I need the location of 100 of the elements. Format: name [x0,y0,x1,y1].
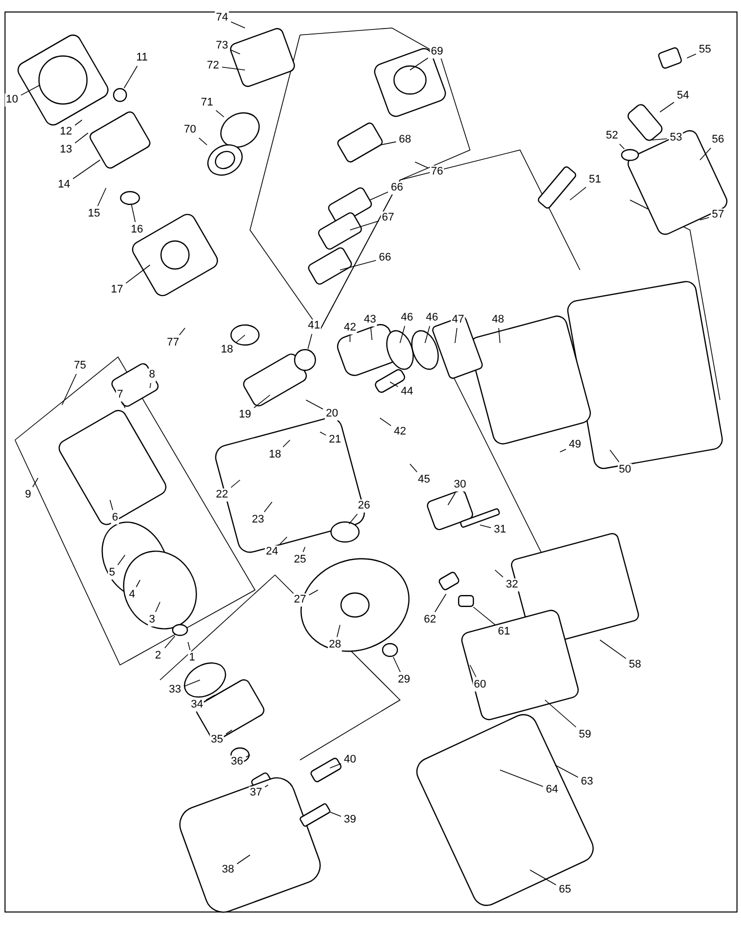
leader-line [20,84,40,96]
leader-line [370,192,388,200]
leader-line [122,402,126,408]
leader-line [560,448,566,452]
leader-line [164,636,176,648]
callout-number: 66 [390,182,404,194]
callout-number: 26 [356,500,372,512]
callout-number: 42 [342,322,358,334]
washer-drawing [113,88,127,102]
callout-number: 32 [504,578,520,592]
callout-number: 22 [214,488,230,502]
leader-line [72,160,100,180]
leader-line [32,478,38,488]
leader-line [280,536,288,544]
leader-line [97,188,106,206]
callout-number: 69 [430,46,444,58]
leader-line [554,764,578,778]
leader-line [131,204,136,222]
leader-line [230,480,240,488]
leader-line [74,120,82,126]
leader-line [184,680,200,687]
callout-number: 3 [148,614,156,626]
leader-line [530,870,556,886]
leader-line [434,594,446,612]
leader-line [216,110,224,118]
callout-number: 6 [110,512,120,524]
leader-line [155,602,160,612]
leader-line [660,102,674,112]
callout-number: 43 [362,314,378,326]
leader-line [264,784,268,788]
callout-number: 34 [190,698,204,712]
leader-line [74,132,88,144]
leader-line [570,186,586,200]
leader-line [230,22,246,28]
leader-line [348,514,358,524]
leader-line [62,374,77,406]
leader-line [700,148,712,160]
leader-line [117,554,126,566]
washer-drawing [621,149,639,161]
washer-drawing [172,624,188,636]
leader-line [448,492,456,506]
leader-line [500,770,544,787]
leader-line [686,54,696,58]
leader-line [414,162,428,168]
leader-line [179,328,186,336]
leader-line [410,464,418,472]
leader-line [380,141,396,146]
leader-line [222,66,246,70]
leader-line [282,440,290,448]
callout-number: 10 [4,94,20,106]
leader-line [254,394,270,408]
washer-drawing [382,643,398,657]
leader-line [230,50,240,54]
part-drawing [458,595,474,607]
leader-line [246,754,250,758]
leader-line [308,334,312,350]
leader-line [336,624,340,638]
leader-line [226,730,232,734]
leader-line [390,382,398,388]
callout-number: 8 [148,368,156,382]
callout-number: 41 [306,320,322,332]
leader-line [150,382,152,388]
callout-number: 27 [292,594,308,606]
leader-line [306,400,324,410]
leader-line [330,763,342,768]
leader-line [302,546,306,552]
leader-line [370,328,372,340]
callout-number: 5 [108,566,116,580]
leader-line [400,326,406,344]
leader-line [610,450,620,462]
leader-line [380,418,392,426]
leader-line [350,220,380,230]
leader-line [424,326,430,344]
leader-line [124,66,138,88]
leader-line [264,502,272,512]
leader-line [410,58,428,70]
leader-line [188,642,190,650]
callout-number: 60 [472,678,488,692]
callout-number: 7 [116,388,124,402]
leader-line [110,500,114,510]
leader-line [236,334,246,343]
leader-line [619,144,625,150]
leader-line [320,432,326,436]
leader-line [472,606,496,626]
leader-line [308,590,318,596]
callout-number: 20 [324,408,340,420]
leader-line [494,570,504,578]
leader-line [126,264,150,284]
leader-line [600,640,626,659]
leader-line [470,664,476,678]
washer-drawing [120,191,140,205]
leader-line [652,138,668,140]
leader-line [480,524,492,528]
leader-line [136,580,140,588]
leader-line [498,328,500,344]
leader-line [544,700,576,728]
callout-number: 30 [452,478,468,492]
leader-line [198,138,208,146]
leader-line [700,217,710,220]
leader-line [330,812,342,817]
